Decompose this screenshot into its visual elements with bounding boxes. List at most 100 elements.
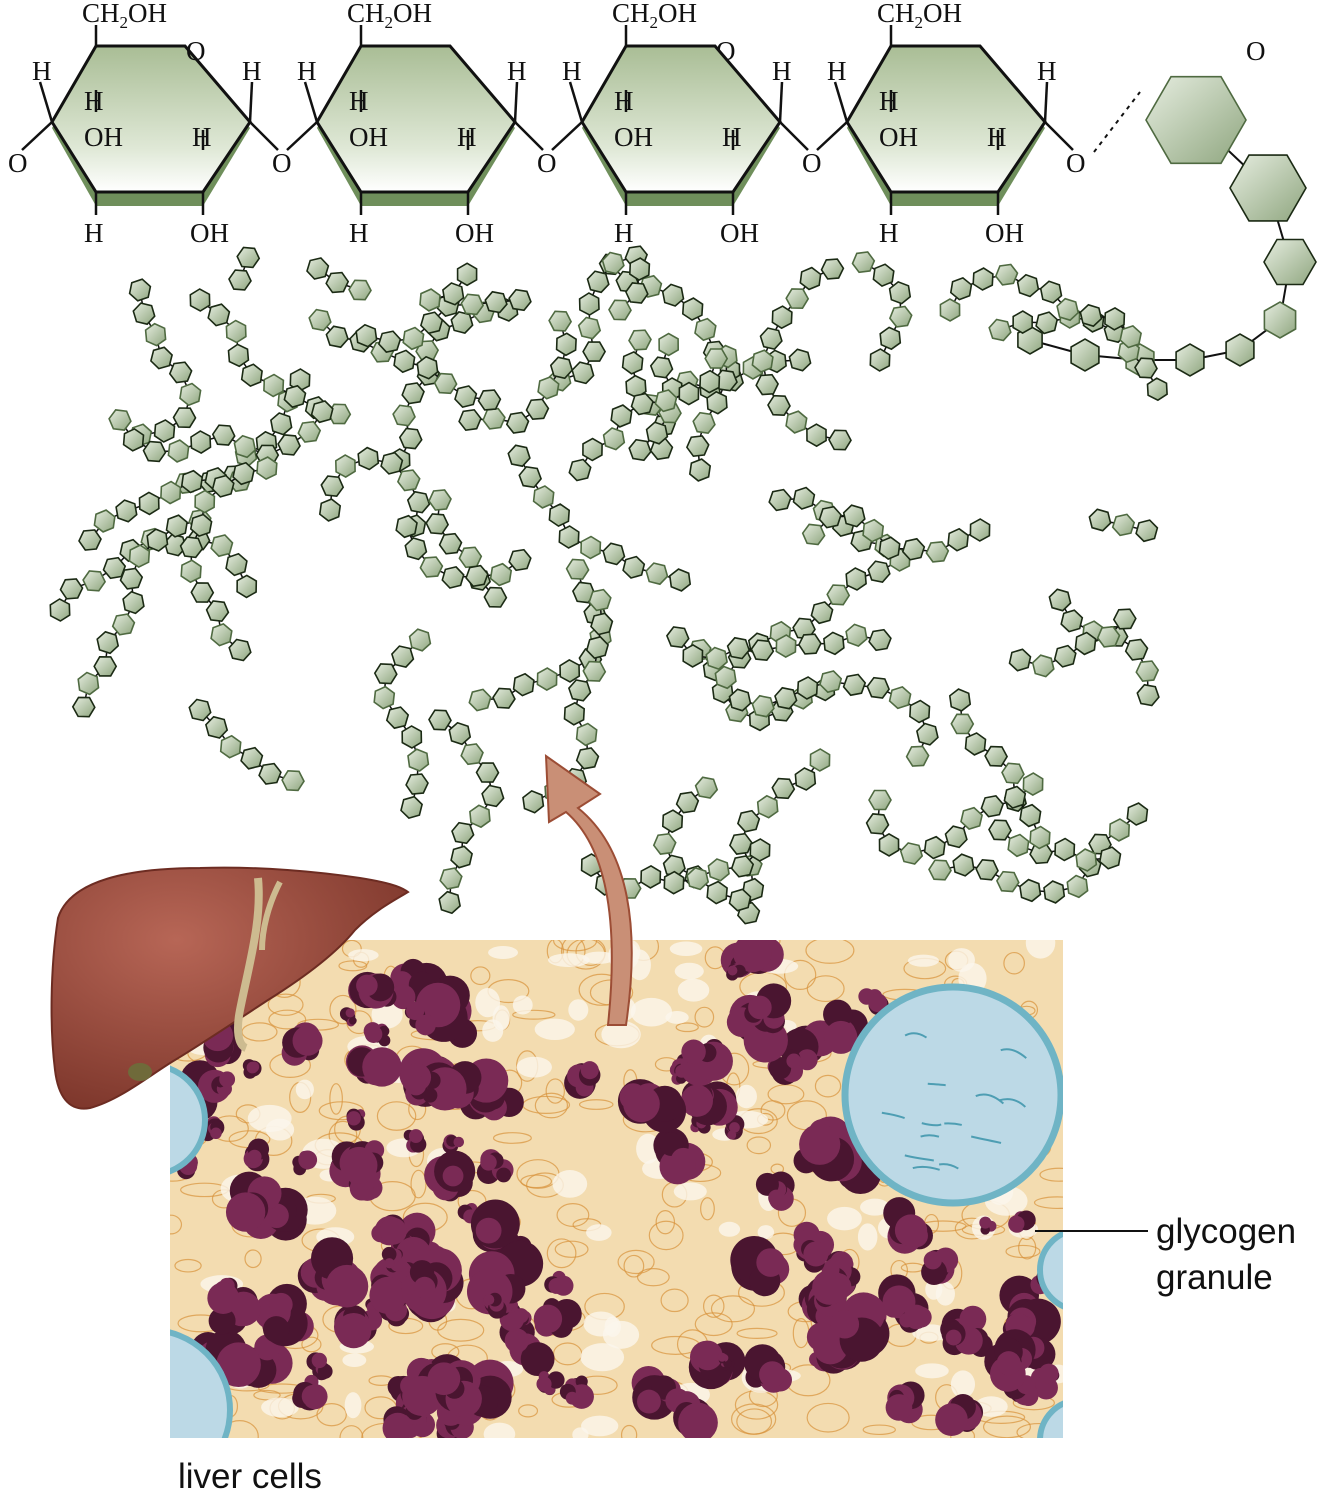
glucose-unit — [578, 292, 600, 316]
glucose-unit — [842, 673, 867, 697]
glucose-unit-large — [1070, 338, 1100, 372]
glucose-unit — [751, 694, 775, 718]
glucose-unit — [994, 263, 1019, 286]
bottom-hydrogen: H — [614, 218, 634, 248]
glucose-unit — [678, 381, 700, 406]
glycogen-granule — [899, 1304, 932, 1333]
glucose-unit — [845, 623, 868, 648]
glucose-unit — [799, 266, 822, 291]
glucose-unit — [586, 270, 610, 294]
glucose-unit — [663, 870, 685, 895]
glucose-unit — [580, 535, 602, 560]
glucose-unit — [180, 559, 202, 584]
glucose-unit — [205, 715, 229, 739]
glycogen-granule — [442, 1134, 465, 1154]
glucose-unit — [1056, 297, 1080, 322]
glycogen-granule — [202, 1020, 243, 1068]
glycogen-granule — [822, 999, 868, 1054]
glucose-unit — [928, 859, 952, 881]
glucose-unit — [82, 570, 107, 592]
glucose-unit — [726, 636, 751, 660]
glucose-unit — [888, 280, 912, 305]
glycogen-granule — [348, 971, 397, 1009]
glucose-unit — [608, 299, 632, 321]
glycogen-branch-polymer — [49, 75, 1317, 925]
glucose-unit — [645, 421, 669, 445]
glucose-unit — [219, 734, 242, 759]
glycogen-granule — [653, 1127, 706, 1185]
glucose-unit — [878, 832, 900, 857]
glycogen-granule — [470, 1199, 520, 1260]
glycogen-granule — [940, 1318, 983, 1356]
inner-hydrogen-2: H — [722, 122, 742, 152]
glucose-unit — [227, 343, 250, 368]
ch2oh-group: CH2OH — [347, 0, 432, 32]
glucose-unit — [536, 667, 558, 692]
glucose-unit — [1088, 508, 1112, 532]
end-oxygen: O — [1066, 148, 1086, 178]
glucose-unit — [826, 584, 851, 606]
glucose-unit — [582, 660, 607, 682]
glycogen-granule — [404, 1001, 436, 1036]
glucose-unit — [469, 804, 491, 829]
glucose-unit — [686, 867, 710, 891]
glycogen-granule — [371, 1214, 407, 1246]
glucose-unit — [759, 327, 783, 350]
glucose-unit — [132, 302, 156, 326]
mitochondrion-edge-right-bottom — [1037, 1400, 1063, 1438]
glucose-unit — [373, 663, 398, 685]
glucose-unit — [868, 789, 892, 811]
inner-hydrogen: H — [84, 86, 104, 116]
glucose-unit — [1060, 609, 1084, 633]
bottom-hydroxyl: OH — [455, 218, 494, 248]
glycogen-granule — [281, 1022, 323, 1066]
glucose-unit — [406, 490, 431, 514]
glucose-unit — [785, 288, 810, 310]
glucose-unit — [728, 888, 752, 912]
glucose-unit — [602, 427, 626, 451]
glucose-unit — [548, 503, 571, 528]
glucose-unit — [153, 419, 176, 443]
glycogen-label: glycogen — [1156, 1212, 1296, 1251]
glucose-unit — [872, 263, 895, 288]
glucose-unit — [190, 582, 215, 603]
glucose-unit — [909, 699, 931, 724]
glucose-unit — [71, 696, 96, 718]
glucose-unit — [377, 330, 402, 353]
glucose-unit — [1007, 833, 1030, 858]
liver-cell-micrograph — [170, 940, 1063, 1438]
glucose-unit — [308, 308, 332, 332]
glucose-unit — [168, 361, 193, 384]
glucose-unit — [240, 746, 264, 770]
glucose-unit — [128, 278, 152, 302]
glucose-unit — [188, 698, 212, 722]
glycogen-granule — [830, 1292, 890, 1362]
glucose-unit — [454, 385, 478, 408]
glucose-unit — [563, 701, 586, 726]
glucose-unit — [438, 890, 461, 915]
glucose-unit — [160, 480, 182, 505]
glucose-unit — [610, 404, 633, 428]
glucose-unit — [401, 382, 425, 405]
glucose-unit-large — [1175, 343, 1205, 377]
glucose-unit — [508, 288, 532, 312]
glucose-unit — [210, 534, 234, 558]
glucose-unit — [1126, 802, 1149, 826]
glucose-unit — [588, 588, 612, 612]
glucose-unit — [518, 465, 543, 489]
bottom-hydrogen: H — [84, 218, 104, 248]
glucose-unit — [947, 527, 969, 552]
glucose-unit — [862, 518, 885, 543]
glycosidic-oxygen: O — [802, 148, 822, 178]
glucose-unit — [93, 655, 118, 677]
bottom-hydroxyl: OH — [985, 218, 1024, 248]
glucose-unit — [866, 676, 891, 699]
glycogen-granule — [346, 1108, 366, 1131]
glucose-unit — [78, 529, 102, 551]
glycogen-granule — [559, 1375, 594, 1409]
liver-cells-label: liver cells — [178, 1457, 322, 1496]
glycogen-granule — [457, 1202, 478, 1224]
glycogen-granule — [767, 1049, 804, 1085]
glucose-unit — [119, 567, 144, 590]
